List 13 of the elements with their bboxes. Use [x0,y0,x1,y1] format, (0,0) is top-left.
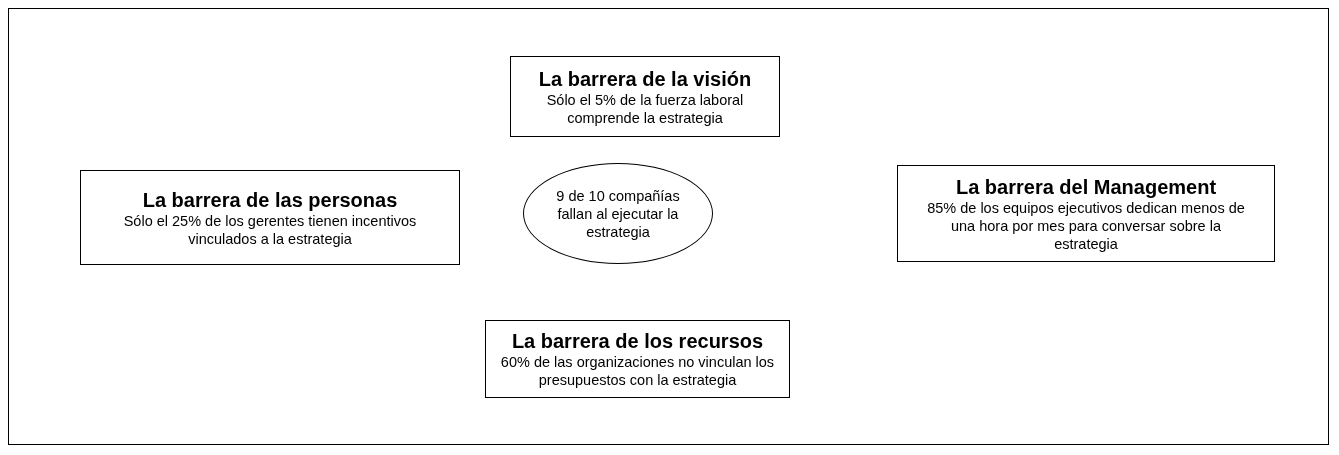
barrier-box [510,56,780,137]
box-heading: La barrera del Management [955,174,1217,199]
barrier-box [897,165,1275,262]
box-heading: La barrera de la visión [538,66,752,91]
box-heading: La barrera de los recursos [511,329,764,353]
box-text: 9 de 10 compañías fallan al ejecutar la estrategia [555,186,681,241]
box-text: 85% de los equipos ejecutivos dedican menos de una hora por mes para conversar sobre la estrategia [926,198,1246,253]
box-heading: La barrera de las personas [142,187,398,212]
box-text: Sólo el 5% de la fuerza laboral comprende la estrategia [545,90,745,127]
box-text: Sólo el 25% de los gerentes tienen incentivos vinculados a la estrategia [122,211,418,248]
barrier-box [80,170,460,265]
box-text: 60% de las organizaciones no vinculan los presupuestos con la estrategia [499,353,776,389]
barrier-box [485,320,790,398]
